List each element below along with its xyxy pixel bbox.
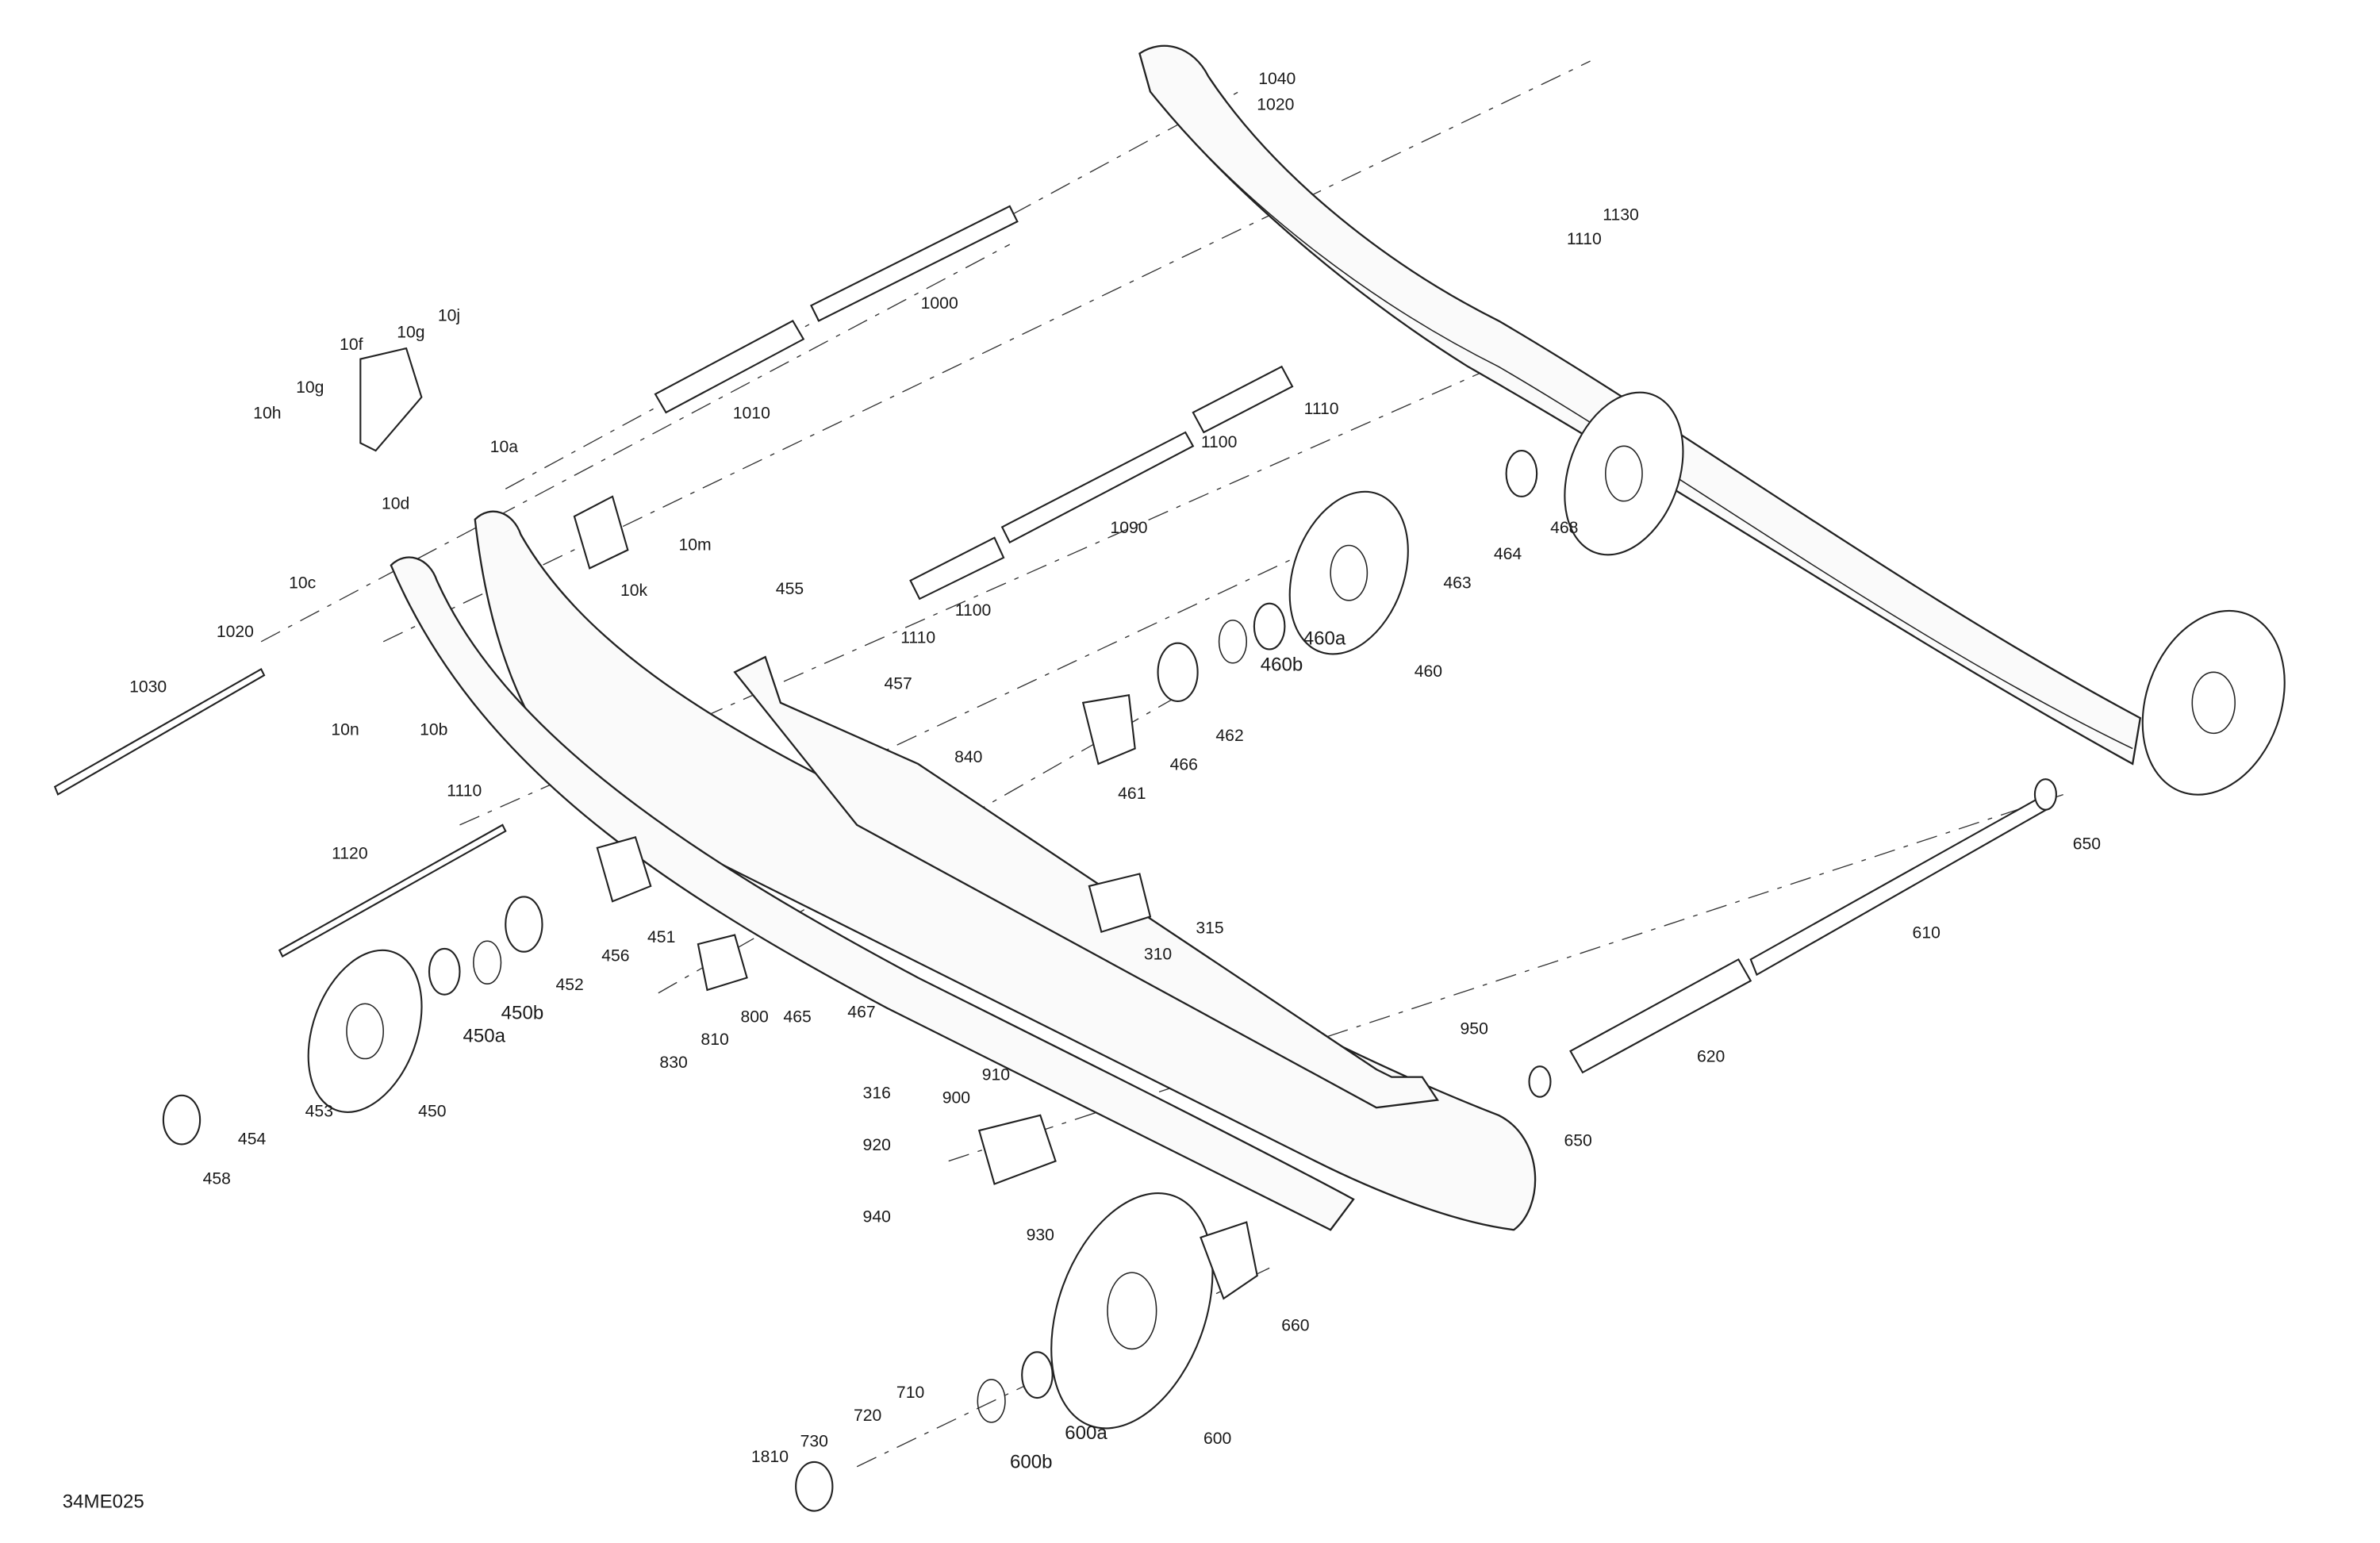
part-callout: 450a xyxy=(463,1025,506,1046)
part-callout: 460a xyxy=(1303,628,1346,650)
part-callout: 458 xyxy=(203,1169,231,1188)
part-callout: 1110 xyxy=(447,781,482,800)
part-callout: 467 xyxy=(847,1004,875,1022)
part-callout: 1010 xyxy=(733,405,770,423)
part-callout: 1000 xyxy=(921,294,958,313)
part-callout: 1020 xyxy=(217,623,254,641)
part-callout: 920 xyxy=(863,1136,891,1154)
part-callout: 650 xyxy=(2073,835,2101,854)
part-callout: 460 xyxy=(1415,662,1442,681)
part-callout: 830 xyxy=(659,1054,687,1072)
part-callout: 1130 xyxy=(1603,205,1639,224)
part-callout: 1030 xyxy=(129,677,167,696)
part-callout: 10f xyxy=(340,336,363,354)
part-callout: 10j xyxy=(438,306,460,324)
part-callout: 1090 xyxy=(1110,519,1147,537)
part-callout: 468 xyxy=(1550,519,1578,537)
part-callout: 461 xyxy=(1118,785,1146,803)
part-callout: 940 xyxy=(863,1208,891,1226)
part-callout: 452 xyxy=(555,976,583,994)
part-callout: 730 xyxy=(800,1433,828,1451)
part-callout: 1810 xyxy=(751,1448,789,1466)
part-callout: 457 xyxy=(885,675,912,693)
part-callout: 600a xyxy=(1065,1422,1107,1444)
part-callout: 10m xyxy=(678,535,711,554)
part-callout: 310 xyxy=(1144,945,1172,963)
part-callout: 456 xyxy=(601,946,629,965)
part-callout: 454 xyxy=(238,1130,267,1148)
part-callout: 450b xyxy=(501,1002,544,1023)
part-callout: 10n xyxy=(331,720,359,739)
part-callout: 1120 xyxy=(332,844,368,862)
part-callout: 710 xyxy=(896,1384,924,1402)
part-callout: 600b xyxy=(1010,1452,1053,1473)
part-callout: 810 xyxy=(701,1031,728,1049)
part-callout: 1100 xyxy=(1201,433,1238,451)
part-callout: 600 xyxy=(1203,1430,1231,1448)
part-callout: 463 xyxy=(1443,574,1471,592)
part-callout: 1100 xyxy=(955,601,992,620)
part-callout: 610 xyxy=(1913,923,1940,942)
rear-rail xyxy=(1138,44,2142,766)
part-callout: 910 xyxy=(982,1066,1010,1084)
part-callout: 10g xyxy=(397,324,424,342)
part-callout: 1040 xyxy=(1258,70,1296,88)
part-callout: 10d xyxy=(382,494,409,512)
part-callout: 462 xyxy=(1215,727,1243,745)
part-callout: 10h xyxy=(253,405,281,423)
part-callout: 1110 xyxy=(1304,400,1339,418)
part-callout: 451 xyxy=(647,928,675,946)
part-callout: 10a xyxy=(490,438,519,456)
shafts xyxy=(53,205,2053,1074)
part-callout: 450 xyxy=(418,1103,446,1121)
drawing-code: 34ME025 xyxy=(63,1491,144,1513)
small-parts xyxy=(162,347,2057,1512)
part-callout: 950 xyxy=(1461,1020,1488,1038)
wheels xyxy=(307,391,2286,1430)
part-callout: 464 xyxy=(1494,545,1522,563)
part-callout: 460b xyxy=(1261,654,1303,675)
part-callout: 315 xyxy=(1196,919,1223,938)
part-callout: 465 xyxy=(783,1008,811,1026)
part-callout: 10g xyxy=(296,378,324,397)
part-callout: 10k xyxy=(620,582,648,600)
part-callout: 10c xyxy=(289,574,317,592)
part-callout: 620 xyxy=(1697,1047,1725,1065)
part-callout: 10b xyxy=(420,720,447,739)
part-callout: 1110 xyxy=(1567,230,1602,248)
part-callout: 453 xyxy=(305,1103,333,1121)
part-callout: 1110 xyxy=(900,629,935,647)
part-callout: 840 xyxy=(954,748,982,766)
part-callout: 930 xyxy=(1027,1226,1054,1245)
part-callout: 316 xyxy=(863,1084,891,1103)
part-callout: 900 xyxy=(942,1088,970,1107)
part-callout: 720 xyxy=(854,1407,881,1425)
part-callout: 1020 xyxy=(1257,96,1294,114)
part-callout: 800 xyxy=(740,1008,768,1026)
part-callout: 660 xyxy=(1281,1316,1309,1334)
part-callout: 466 xyxy=(1170,756,1198,774)
part-callout: 455 xyxy=(776,580,804,598)
part-callout: 650 xyxy=(1564,1131,1591,1150)
front-rail xyxy=(390,510,1537,1231)
